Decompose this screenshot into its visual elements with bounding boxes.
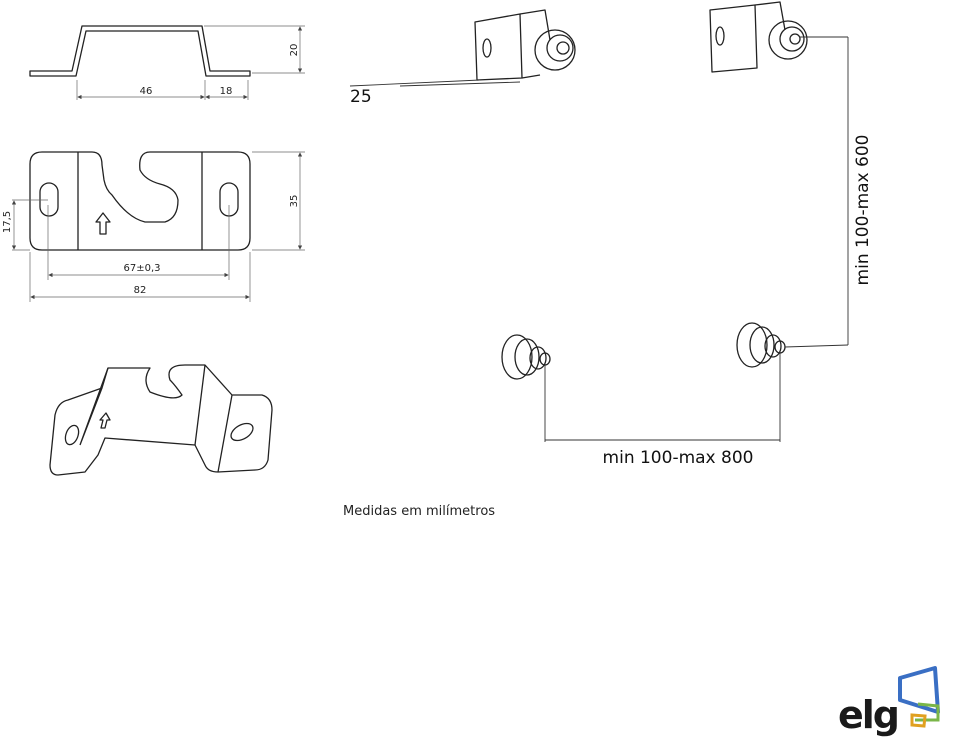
dim-center-width: 46 [140, 86, 153, 97]
dim-plate-width: 82 [134, 285, 147, 296]
up-arrow-icon [95, 212, 111, 235]
mounted-bracket-top-left: 25 [349, 9, 576, 107]
dim-plate-height: 35 [289, 195, 300, 208]
units-note: Medidas em milímetros [343, 504, 495, 519]
svg-text:elg: elg [838, 693, 898, 737]
elg-logo: elg [838, 666, 940, 737]
bracket-profile-view: 46 18 20 [29, 25, 305, 100]
bracket-isometric-view [49, 364, 273, 476]
dim-slot-spacing: 67±0,3 [123, 263, 160, 274]
spacer-bottom-left [501, 334, 551, 380]
spacing-dimensions: min 100-max 600 min 100-max 800 [544, 36, 873, 468]
dim-slot-offset: 17,5 [2, 211, 13, 233]
bracket-plate-view: 35 17,5 67±0,3 82 [2, 151, 305, 302]
dim-depth: 25 [350, 87, 372, 107]
slot-left [39, 182, 59, 217]
dim-horizontal-spacing: min 100-max 800 [603, 448, 754, 468]
dim-flange-width: 18 [220, 86, 233, 97]
up-arrow-icon [99, 412, 111, 429]
spacer-bottom-right [736, 322, 786, 368]
dim-profile-height: 20 [289, 44, 300, 57]
mounted-bracket-top-right [709, 1, 808, 73]
dim-vertical-spacing: min 100-max 600 [853, 135, 873, 286]
